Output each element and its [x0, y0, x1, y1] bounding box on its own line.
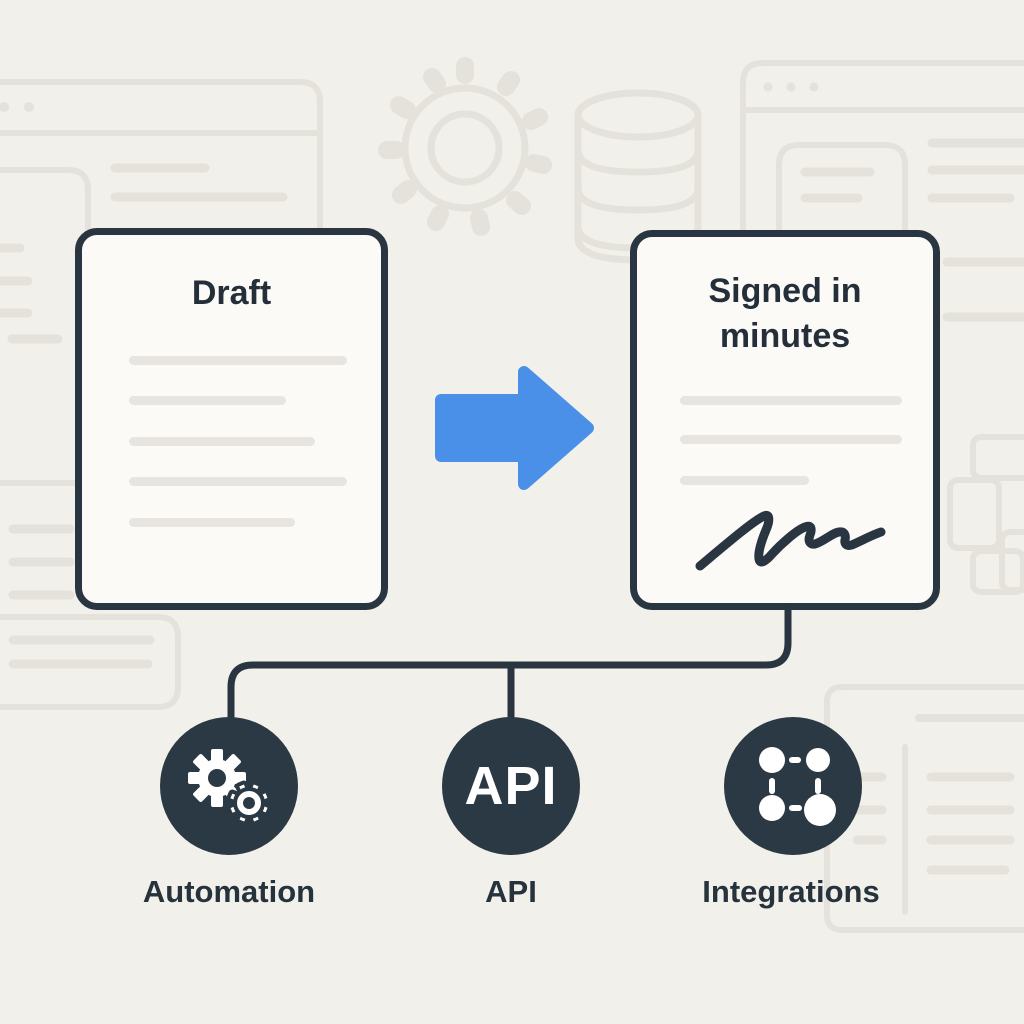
placeholder-text-line — [129, 396, 286, 405]
database-wireframe — [574, 89, 702, 264]
draft-card-title: Draft — [191, 274, 272, 312]
browser-window-wireframe-top-left — [0, 79, 323, 523]
placeholder-text-line — [129, 356, 347, 365]
window-dot-icon — [786, 82, 796, 92]
arrow-right-icon — [435, 366, 594, 490]
browser-window-wireframe-top-right — [740, 60, 1024, 443]
api-label: API — [485, 874, 537, 909]
window-dot-icon — [809, 82, 819, 92]
automation-node — [160, 717, 298, 855]
placeholder-text-line — [129, 518, 295, 527]
gears-icon — [188, 749, 272, 826]
api-node: API — [442, 717, 580, 855]
signed-card-title: Signed in minutes — [708, 272, 862, 355]
placeholder-text-line — [680, 476, 809, 485]
integrations-node — [724, 717, 862, 855]
window-dot-icon — [763, 82, 773, 92]
integrations-label: Integrations — [702, 874, 880, 909]
integration-nodes-icon — [759, 747, 836, 826]
automation-label: Automation — [142, 874, 316, 909]
window-dot-icon — [24, 102, 34, 112]
placeholder-text-line — [680, 396, 902, 405]
placeholder-text-line — [129, 477, 347, 486]
window-dot-icon — [0, 102, 9, 112]
document-panel-wireframe-left — [0, 480, 181, 710]
connector-lines — [227, 604, 792, 726]
api-letters: API — [464, 756, 558, 816]
gear-wireframe — [378, 57, 552, 236]
placeholder-text-line — [129, 437, 315, 446]
signature-squiggle — [695, 510, 886, 571]
draft-document-card: Draft — [75, 228, 388, 610]
placeholder-text-line — [680, 435, 902, 444]
squares-cluster-wireframe-right — [947, 434, 1024, 595]
